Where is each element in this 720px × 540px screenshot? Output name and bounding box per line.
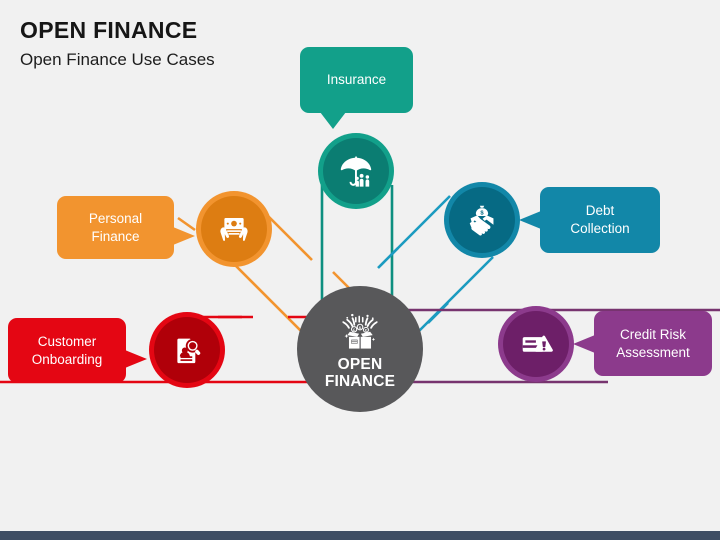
- circle-insurance[interactable]: [318, 133, 394, 209]
- bubble-personal-finance-label: Personal Finance: [88, 210, 143, 244]
- line-debt-stub-hub: [427, 302, 449, 324]
- page-subtitle: Open Finance Use Cases: [20, 50, 215, 69]
- line-debt-upper: [391, 195, 451, 255]
- line-debt-stub-upper: [377, 247, 399, 269]
- umbrella-protecting-family-icon: [334, 149, 378, 193]
- svg-text:$: $: [232, 222, 235, 228]
- bubble-customer-onboarding-tail: [125, 350, 147, 368]
- line-debt-lower: [411, 256, 494, 339]
- svg-text:$: $: [480, 211, 484, 217]
- bubble-insurance-tail: [320, 112, 346, 129]
- circle-debt-collection[interactable]: $: [444, 182, 520, 258]
- bottom-accent-bar: [0, 531, 720, 540]
- open-box-with-coins-icon: £ $ €: [332, 312, 388, 354]
- document-magnifier-user-icon: [166, 329, 208, 371]
- bubble-debt-collection-tail: [519, 211, 541, 229]
- bubble-credit-risk-assessment[interactable]: Credit Risk Assessment: [594, 311, 712, 376]
- handshake-money-bag-icon: $: [460, 198, 504, 242]
- svg-text:$: $: [359, 325, 362, 329]
- circle-customer-onboarding[interactable]: [149, 312, 225, 388]
- bubble-insurance-label: Insurance: [326, 72, 387, 88]
- hub-open-finance[interactable]: £ $ €: [297, 286, 423, 412]
- bubble-customer-onboarding[interactable]: Customer Onboarding: [8, 318, 126, 383]
- hub-label: OPEN FINANCE: [324, 355, 396, 390]
- hands-holding-money-icon: $: [212, 207, 256, 251]
- bubble-debt-collection-label: Debt Collection: [570, 203, 630, 236]
- svg-text:£: £: [353, 328, 355, 332]
- bubble-credit-risk-tail: [573, 335, 595, 353]
- bubble-debt-collection[interactable]: Debt Collection: [540, 187, 660, 253]
- page-title: OPEN FINANCE: [20, 17, 198, 43]
- card-warning-triangle-icon: [514, 322, 558, 366]
- svg-text:€: €: [365, 328, 367, 332]
- bubble-personal-finance[interactable]: Personal Finance: [57, 196, 174, 259]
- bubble-personal-finance-tail: [173, 227, 195, 245]
- bubble-credit-risk-label: Credit Risk Assessment: [616, 326, 690, 360]
- circle-personal-finance[interactable]: $: [196, 191, 272, 267]
- bubble-insurance[interactable]: Insurance: [300, 47, 413, 113]
- line-personal-upper: [264, 212, 313, 261]
- circle-credit-risk-assessment[interactable]: [498, 306, 574, 382]
- bubble-customer-onboarding-label: Customer Onboarding: [31, 333, 103, 367]
